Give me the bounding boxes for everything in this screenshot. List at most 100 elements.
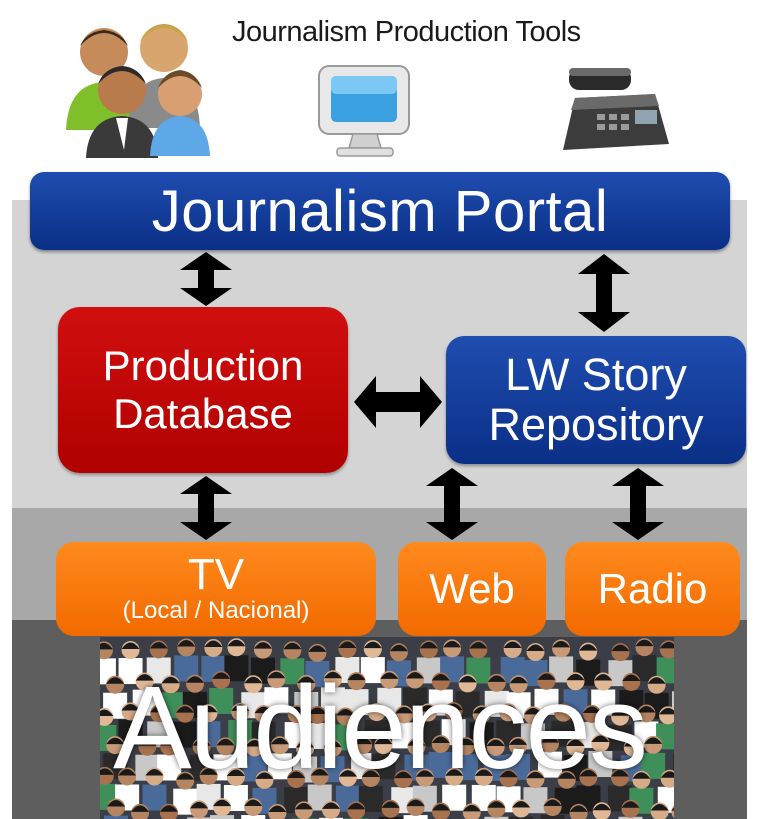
crowd-person-hair xyxy=(406,799,425,807)
crowd-person-hair xyxy=(100,768,114,775)
crowd-person-hair xyxy=(149,641,168,649)
crowd-person-hair xyxy=(621,801,640,808)
crowd-person-hair xyxy=(308,645,327,652)
production-database-box: Production Database xyxy=(58,307,348,473)
crowd-person-hair xyxy=(138,739,157,746)
crowd-person-hair xyxy=(431,736,450,743)
crowd-person-hair xyxy=(432,804,451,811)
crowd-person-hair xyxy=(503,641,522,648)
crowd-person-hair xyxy=(524,707,543,715)
crowd-person-hair xyxy=(394,771,413,779)
crowd-person-hair xyxy=(363,641,382,649)
crowd-person-hair xyxy=(407,739,426,746)
crowd-person-hair xyxy=(552,640,571,648)
crowd-person-hair xyxy=(611,709,630,716)
crowd-person-hair xyxy=(347,802,366,810)
crowd-person-hair xyxy=(322,802,341,809)
crowd-person-hair xyxy=(611,644,630,652)
portal-repository-arrow xyxy=(578,254,630,332)
crowd-person-hair xyxy=(270,737,289,745)
crowd-person-hair xyxy=(294,802,313,810)
web-label: Web xyxy=(429,565,515,612)
crowd-person-hair xyxy=(487,675,506,682)
crowd-person-hair xyxy=(499,704,518,712)
crowd-person-hair xyxy=(245,739,264,747)
crowd-person-hair xyxy=(579,769,598,777)
crowd-person-hair xyxy=(150,705,169,713)
crowd-person-hair xyxy=(361,770,380,777)
crowd-person-hair xyxy=(592,803,611,811)
repository-radio-arrow xyxy=(612,468,664,540)
crowd-person-body xyxy=(142,784,167,811)
crowd-person-hair xyxy=(557,772,576,779)
crowd-image xyxy=(100,637,674,819)
crowd-person-hair xyxy=(338,770,357,777)
crowd-person-hair xyxy=(660,771,674,778)
crowd-person-hair xyxy=(462,804,481,812)
crowd-person-hair xyxy=(405,672,424,679)
crowd-person-hair xyxy=(512,800,531,808)
crowd-person-hair xyxy=(254,706,273,714)
crowd-person-hair xyxy=(118,768,137,776)
crowd-person-hair xyxy=(190,801,209,809)
crowd-person-hair xyxy=(308,707,327,714)
crowd-person-hair xyxy=(255,772,274,779)
crowd-person-hair xyxy=(135,674,154,681)
crowd-person-hair xyxy=(216,738,235,746)
crowd-person-hair xyxy=(381,801,400,808)
crowd-person-hair xyxy=(445,769,464,776)
crowd-person-body xyxy=(210,815,235,819)
crowd-person-hair xyxy=(296,741,315,748)
crowd-person-hair xyxy=(486,739,505,746)
crowd-person-hair xyxy=(268,805,287,812)
crowd-person-hair xyxy=(367,704,386,712)
tv-channel-box: TV (Local / Nacional) xyxy=(56,542,376,636)
crowd-person-hair xyxy=(594,674,613,681)
crowd-person-hair xyxy=(635,639,654,647)
crowd-person-hair xyxy=(213,799,232,807)
crowd-person-hair xyxy=(415,770,434,777)
web-channel-box: Web xyxy=(398,542,546,636)
crowd-person-hair xyxy=(623,740,642,747)
crowd-person-hair xyxy=(159,805,178,812)
crowd-person-hair xyxy=(310,769,329,776)
crowd-person-hair xyxy=(509,676,528,684)
crowd-person-hair xyxy=(418,705,437,712)
crowd-person-body xyxy=(403,815,428,819)
crowd-person-hair xyxy=(176,706,195,713)
crowd-person-body xyxy=(540,815,565,819)
crowd-person-hair xyxy=(287,706,306,714)
crowd-person-body xyxy=(241,815,266,819)
computer-monitor-icon xyxy=(318,65,410,157)
crowd-person-hair xyxy=(431,673,450,681)
crowd-person-hair xyxy=(487,801,506,808)
crowd-person-hair xyxy=(287,771,306,779)
crowd-person-hair xyxy=(226,769,245,776)
crowd-person-hair xyxy=(177,639,196,647)
crowd-person-hair xyxy=(566,673,585,681)
production-database-line1: Production xyxy=(102,342,304,389)
crowd-person-body xyxy=(673,753,674,780)
crowd-person-body xyxy=(484,816,509,819)
crowd-person-hair xyxy=(176,773,195,780)
crowd-person-body xyxy=(671,691,674,718)
crowd-person-hair xyxy=(204,640,223,647)
crowd-person-hair xyxy=(192,739,211,746)
crowd-person-body xyxy=(656,657,674,684)
radio-label: Radio xyxy=(597,565,708,612)
crowd-person-hair xyxy=(106,737,125,745)
story-repository-line1: LW Story xyxy=(505,349,687,400)
crowd-person-hair xyxy=(199,705,218,713)
crowd-person-body xyxy=(618,816,643,819)
radio-channel-box: Radio xyxy=(565,542,740,636)
crowd-person-hair xyxy=(622,674,641,681)
tv-label: TV xyxy=(187,550,245,599)
crowd-person-hair xyxy=(323,740,342,748)
crowd-person-hair xyxy=(131,805,150,812)
repository-web-arrow xyxy=(426,468,478,540)
crowd-person-hair xyxy=(374,737,393,745)
crowd-person-hair xyxy=(458,675,477,683)
crowd-person-hair xyxy=(671,807,674,811)
crowd-person-hair xyxy=(354,737,373,745)
story-repository-line2: Repository xyxy=(488,399,704,450)
